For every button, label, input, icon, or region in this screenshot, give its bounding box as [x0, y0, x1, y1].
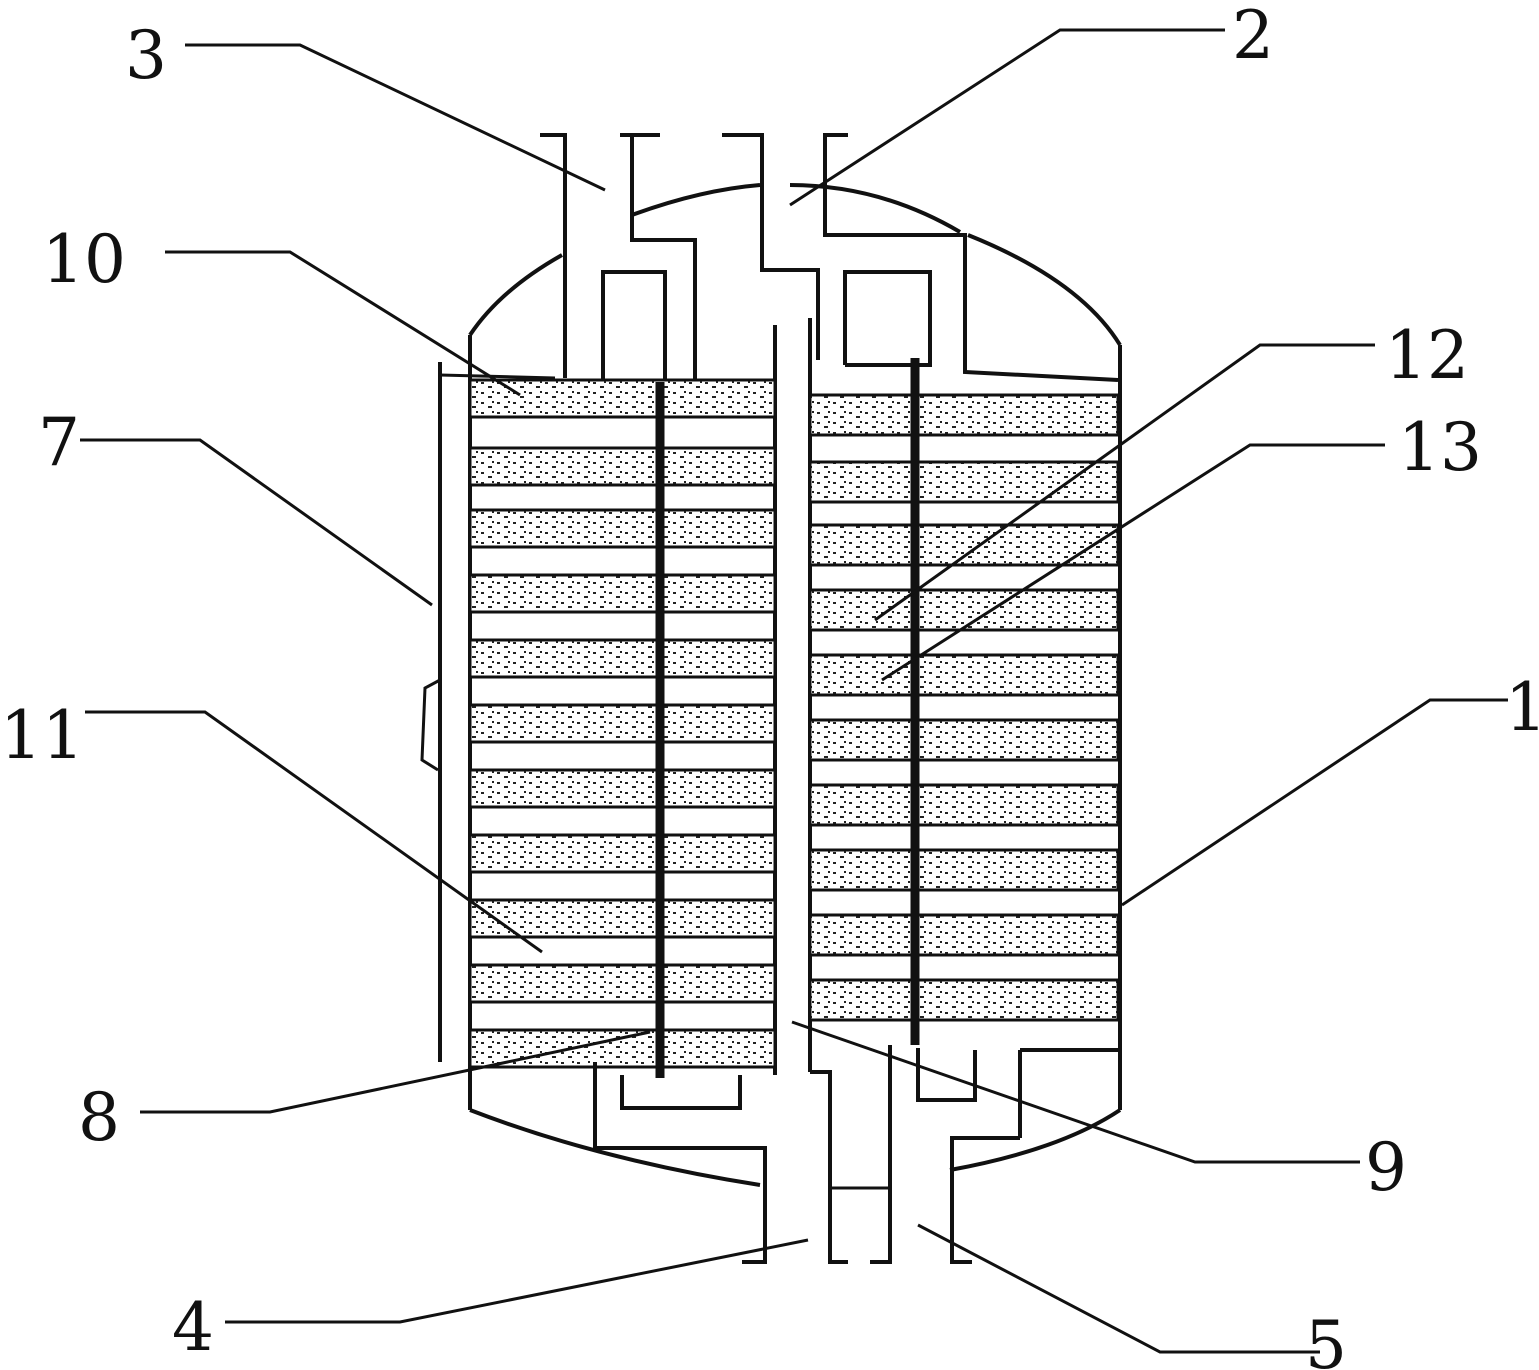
outlet-nozzle-4 — [593, 1062, 848, 1264]
leader-10 — [165, 250, 521, 397]
callout-2: 2 — [1232, 0, 1274, 74]
callout-13: 13 — [1398, 409, 1482, 486]
callout-10: 10 — [42, 221, 126, 298]
lower-left-collector — [620, 1075, 742, 1110]
leader-2 — [789, 28, 1225, 207]
outlet-nozzle-5 — [832, 1045, 1020, 1264]
leader-1 — [1121, 698, 1508, 907]
callout-1: 1 — [1505, 669, 1539, 746]
lower-right-collector — [916, 1048, 977, 1102]
callout-7: 7 — [38, 404, 80, 481]
leader-4 — [225, 1238, 809, 1324]
leader-7 — [80, 438, 433, 607]
outer-heating-tube — [420, 362, 556, 1062]
callout-8: 8 — [78, 1079, 120, 1156]
heating-rods — [655, 358, 920, 1078]
callout-11: 11 — [0, 697, 84, 774]
leader-9 — [791, 1020, 1360, 1164]
inlet-nozzle-3 — [540, 133, 697, 395]
leader-5 — [917, 1223, 1320, 1354]
leader-12 — [874, 343, 1375, 622]
callout-3: 3 — [125, 17, 167, 94]
leader-8 — [140, 1030, 651, 1114]
leader-11 — [85, 710, 543, 954]
central-pipe — [773, 318, 812, 1075]
callout-9: 9 — [1365, 1129, 1407, 1206]
outlet-nozzle-2 — [722, 133, 1119, 382]
upper-right-distributor — [843, 270, 932, 367]
callout-5: 5 — [1305, 1307, 1347, 1370]
callout-12: 12 — [1385, 317, 1469, 394]
leader-13 — [881, 443, 1385, 682]
leader-3 — [185, 43, 606, 192]
leader-lines — [80, 28, 1508, 1354]
upper-left-distributor — [601, 270, 667, 385]
callout-4: 4 — [172, 1289, 214, 1366]
sieve-trays — [468, 378, 1120, 1069]
